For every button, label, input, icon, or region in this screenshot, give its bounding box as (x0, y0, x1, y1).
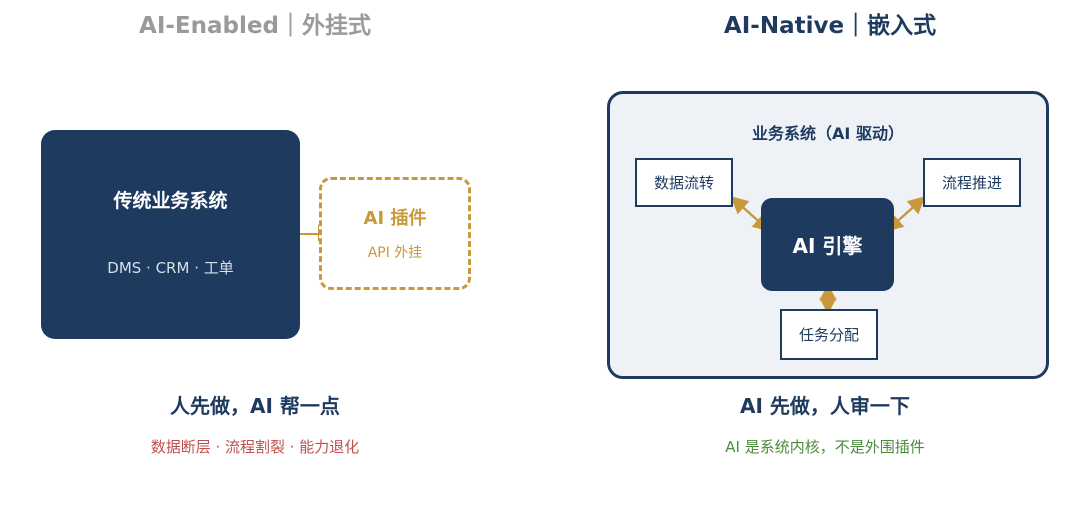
node-data-flow: 数据流转 (635, 158, 733, 207)
legacy-system-title: 传统业务系统 (113, 190, 228, 212)
ai-native-slogan: AI 先做，人审一下 (740, 394, 910, 418)
ai-native-note: AI 是系统内核，不是外围插件 (725, 438, 925, 456)
ai-native-title: AI-Native｜嵌入式 (723, 13, 937, 39)
ai-plugin-box: AI 插件 API 外挂 (319, 177, 471, 290)
ai-engine-box: AI 引擎 (761, 198, 894, 291)
legacy-system-box: 传统业务系统 DMS · CRM · 工单 (41, 130, 300, 339)
ai-enabled-issues: 数据断层 · 流程割裂 · 能力退化 (150, 438, 360, 456)
plugin-connector-line (300, 233, 320, 235)
ai-enabled-slogan: 人先做，AI 帮一点 (170, 394, 340, 418)
legacy-system-subtitle: DMS · CRM · 工单 (107, 259, 234, 277)
node-process-advance: 流程推进 (923, 158, 1021, 207)
ai-enabled-title: AI-Enabled｜外挂式 (139, 13, 371, 39)
ai-plugin-title: AI 插件 (363, 208, 427, 229)
business-system-title: 业务系统（AI 驱动） (752, 124, 904, 143)
node-task-assign: 任务分配 (780, 309, 878, 360)
ai-plugin-subtitle: API 外挂 (367, 245, 423, 261)
